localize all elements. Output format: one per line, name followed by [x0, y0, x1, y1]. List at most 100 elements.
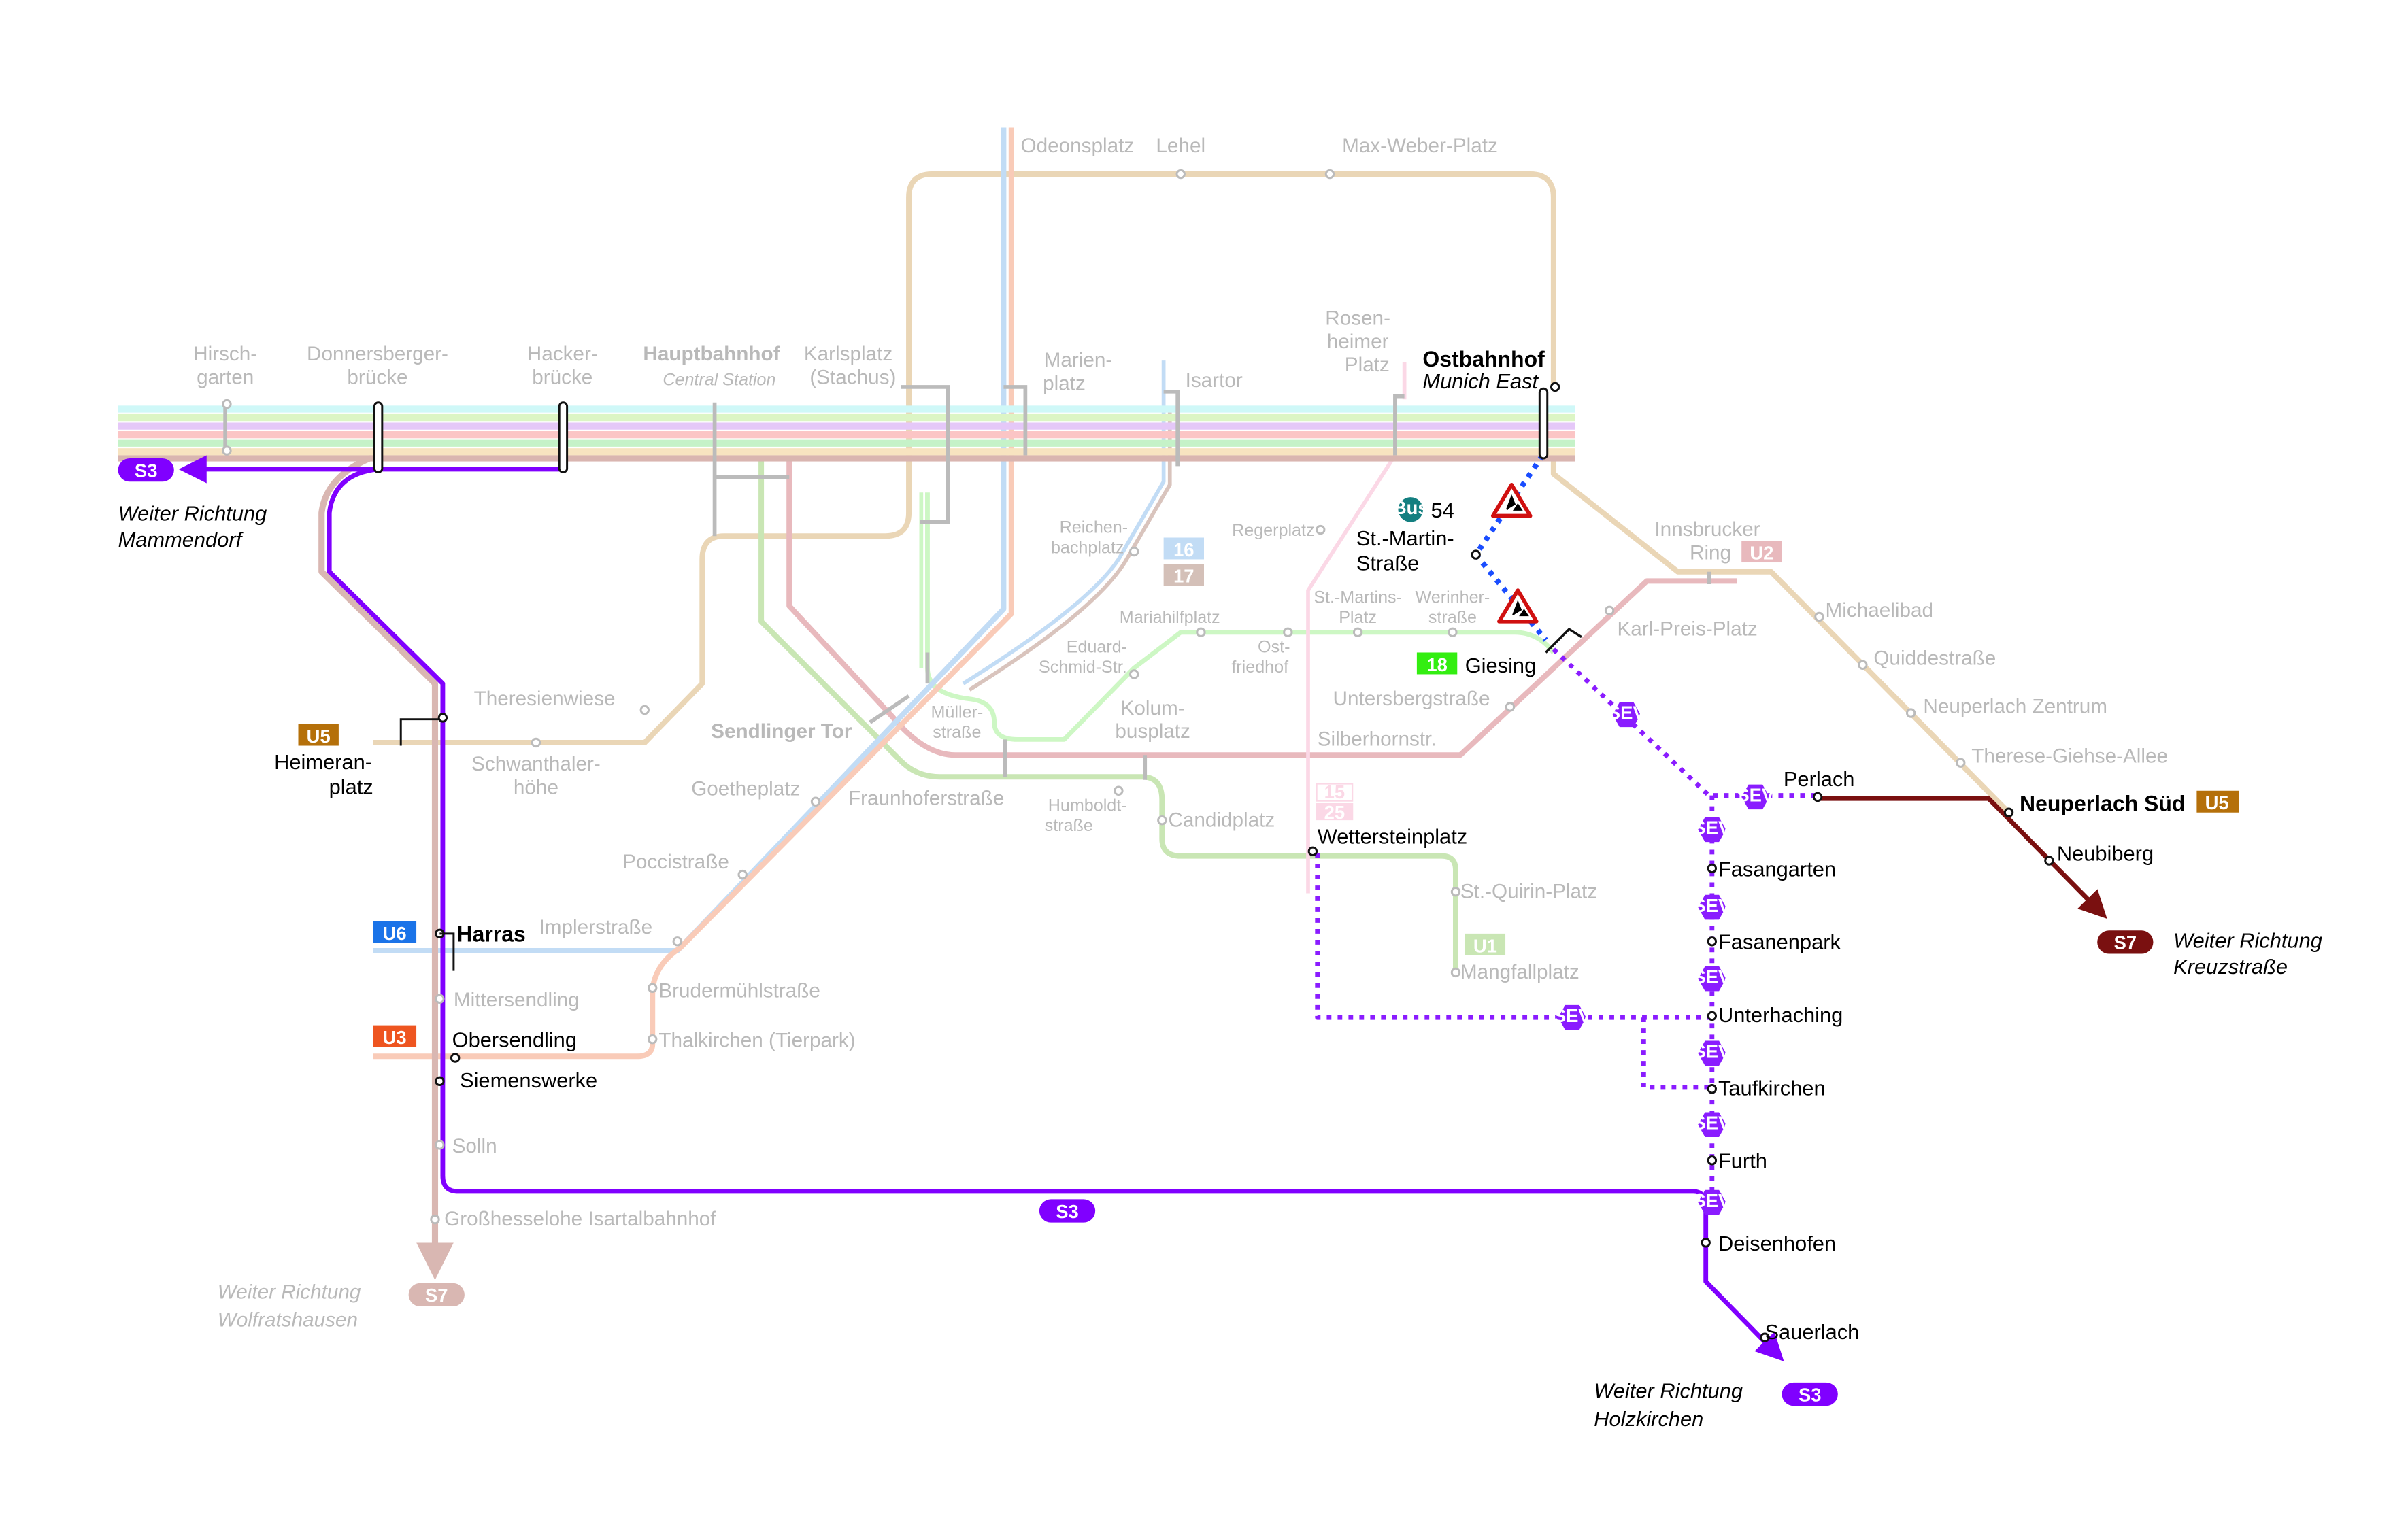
- sev-hexagon-icon: SEV: [1693, 894, 1731, 920]
- line-u5: [373, 171, 1556, 745]
- line-u6: [373, 127, 1007, 953]
- line-badges: S3 S3 S3 S7 S7 U2 U1 U5 U5 U6 U3 16 17 1…: [118, 458, 2239, 1406]
- svg-text:Platz: Platz: [1339, 608, 1377, 627]
- svg-text:18: 18: [1426, 654, 1447, 675]
- line-u5-east: [1550, 458, 2014, 818]
- svg-text:höhe: höhe: [514, 776, 558, 798]
- svg-text:U2: U2: [1750, 542, 1773, 563]
- svg-text:Furth: Furth: [1718, 1149, 1767, 1173]
- line-tram-pink: [1306, 454, 1397, 894]
- svg-text:brücke: brücke: [532, 366, 592, 388]
- svg-text:Therese-Giehse-Allee: Therese-Giehse-Allee: [1971, 745, 2168, 768]
- svg-text:Rosen-: Rosen-: [1325, 307, 1390, 330]
- svg-text:Werinher-: Werinher-: [1416, 588, 1490, 607]
- line-u3: [373, 127, 1014, 1060]
- svg-text:Untersbergstraße: Untersbergstraße: [1333, 688, 1490, 710]
- svg-text:Bus: Bus: [1393, 497, 1428, 518]
- svg-text:Weiter Richtung: Weiter Richtung: [2173, 928, 2322, 952]
- svg-text:Eduard-: Eduard-: [1067, 637, 1127, 656]
- svg-text:Theresienwiese: Theresienwiese: [474, 688, 616, 710]
- svg-text:Sendlinger Tor: Sendlinger Tor: [711, 720, 852, 743]
- svg-text:Mangfallplatz: Mangfallplatz: [1460, 961, 1579, 983]
- svg-text:Max-Weber-Platz: Max-Weber-Platz: [1342, 135, 1498, 157]
- svg-text:Karlsplatz: Karlsplatz: [804, 343, 892, 365]
- svg-text:Marien-: Marien-: [1044, 349, 1113, 371]
- svg-text:Harras: Harras: [456, 921, 525, 946]
- svg-text:SEV: SEV: [1693, 1190, 1731, 1211]
- svg-text:Taufkirchen: Taufkirchen: [1718, 1076, 1826, 1100]
- sev-hexagon-icon: SEV: [1693, 1040, 1731, 1066]
- svg-text:Quiddestraße: Quiddestraße: [1873, 647, 1996, 670]
- bus-icon: Bus: [1393, 497, 1428, 522]
- svg-text:Deisenhofen: Deisenhofen: [1718, 1232, 1836, 1255]
- svg-text:Mariahilfplatz: Mariahilfplatz: [1120, 608, 1220, 627]
- svg-text:Kreuzstraße: Kreuzstraße: [2173, 955, 2288, 979]
- svg-text:straße: straße: [1045, 816, 1093, 835]
- svg-text:Ost-: Ost-: [1258, 637, 1290, 656]
- svg-text:bachplatz: bachplatz: [1051, 538, 1124, 557]
- svg-text:15: 15: [1324, 781, 1345, 802]
- svg-text:Unterhaching: Unterhaching: [1718, 1003, 1843, 1027]
- svg-text:SEV: SEV: [1737, 785, 1775, 806]
- svg-text:Munich East: Munich East: [1422, 369, 1539, 393]
- svg-text:U5: U5: [2205, 792, 2229, 813]
- svg-text:brücke: brücke: [347, 366, 407, 388]
- svg-text:Humboldt-: Humboldt-: [1048, 796, 1127, 815]
- svg-text:heimer: heimer: [1327, 331, 1389, 353]
- svg-text:Goetheplatz: Goetheplatz: [691, 778, 800, 800]
- svg-text:Fraunhoferstraße: Fraunhoferstraße: [848, 787, 1004, 809]
- svg-text:Fasangarten: Fasangarten: [1718, 857, 1836, 881]
- svg-text:Karl-Preis-Platz: Karl-Preis-Platz: [1618, 617, 1758, 640]
- svg-text:Sauerlach: Sauerlach: [1765, 1320, 1859, 1344]
- sev-hexagon-icon: SEV: [1693, 966, 1731, 992]
- svg-text:Reichen-: Reichen-: [1060, 518, 1128, 537]
- svg-text:St.-Martins-: St.-Martins-: [1314, 588, 1402, 607]
- svg-text:Großhesselohe Isartalbahnhof: Großhesselohe Isartalbahnhof: [444, 1208, 716, 1230]
- svg-text:Hauptbahnhof: Hauptbahnhof: [643, 343, 780, 365]
- svg-text:Müller-: Müller-: [931, 702, 983, 722]
- svg-text:Donnersberger-: Donnersberger-: [307, 343, 448, 365]
- svg-text:SEV: SEV: [1693, 1113, 1731, 1134]
- svg-text:Ostbahnhof: Ostbahnhof: [1422, 347, 1545, 371]
- svg-text:straße: straße: [933, 723, 981, 742]
- svg-text:Holzkirchen: Holzkirchen: [1594, 1407, 1703, 1431]
- svg-text:Weiter Richtung: Weiter Richtung: [218, 1281, 361, 1304]
- active-station-labels: Ostbahnhof Munich East Heimeran- platz H…: [274, 347, 2185, 1344]
- sev-hexagon-icon: SEV: [1554, 1004, 1592, 1030]
- svg-text:Siemenswerke: Siemenswerke: [460, 1068, 597, 1092]
- svg-text:Giesing: Giesing: [1465, 654, 1537, 677]
- svg-text:S3: S3: [135, 460, 158, 481]
- svg-text:Solln: Solln: [452, 1135, 497, 1157]
- svg-text:S3: S3: [1799, 1384, 1822, 1405]
- line-sev: [1315, 647, 1818, 1196]
- svg-text:Implerstraße: Implerstraße: [539, 916, 653, 938]
- svg-text:U5: U5: [307, 726, 331, 747]
- svg-text:17: 17: [1173, 566, 1194, 587]
- sev-hexagon-icon: SEV: [1693, 1112, 1731, 1138]
- line-u1: [758, 455, 1458, 971]
- svg-text:Platz: Platz: [1345, 354, 1390, 376]
- svg-text:Mittersendling: Mittersendling: [454, 989, 580, 1011]
- svg-text:friedhof: friedhof: [1231, 658, 1289, 677]
- svg-text:Schmid-Str.: Schmid-Str.: [1039, 658, 1127, 677]
- svg-text:Wolfratshausen: Wolfratshausen: [218, 1309, 358, 1332]
- svg-text:S3: S3: [1056, 1201, 1079, 1222]
- svg-text:Central Station: Central Station: [663, 371, 775, 390]
- svg-text:Thalkirchen (Tierpark): Thalkirchen (Tierpark): [658, 1030, 855, 1052]
- line-tram18: [925, 492, 1556, 742]
- svg-text:SEV: SEV: [1693, 966, 1731, 987]
- line-tram17: [968, 407, 1172, 692]
- svg-text:25: 25: [1324, 802, 1345, 823]
- station-markers: [222, 169, 1966, 1225]
- svg-text:S7: S7: [425, 1285, 448, 1306]
- svg-text:Perlach: Perlach: [1784, 767, 1855, 791]
- svg-text:SEV: SEV: [1554, 1005, 1592, 1026]
- svg-text:Odeonsplatz: Odeonsplatz: [1021, 135, 1135, 157]
- svg-text:Weiter Richtung: Weiter Richtung: [1594, 1379, 1743, 1403]
- svg-text:Hirsch-: Hirsch-: [193, 343, 257, 365]
- trunk-line-band: [118, 405, 1575, 462]
- sev-hexagon-icon: SEV: [1608, 702, 1645, 728]
- interchange-connectors: [223, 385, 1711, 780]
- svg-text:Schwanthaler-: Schwanthaler-: [471, 753, 601, 775]
